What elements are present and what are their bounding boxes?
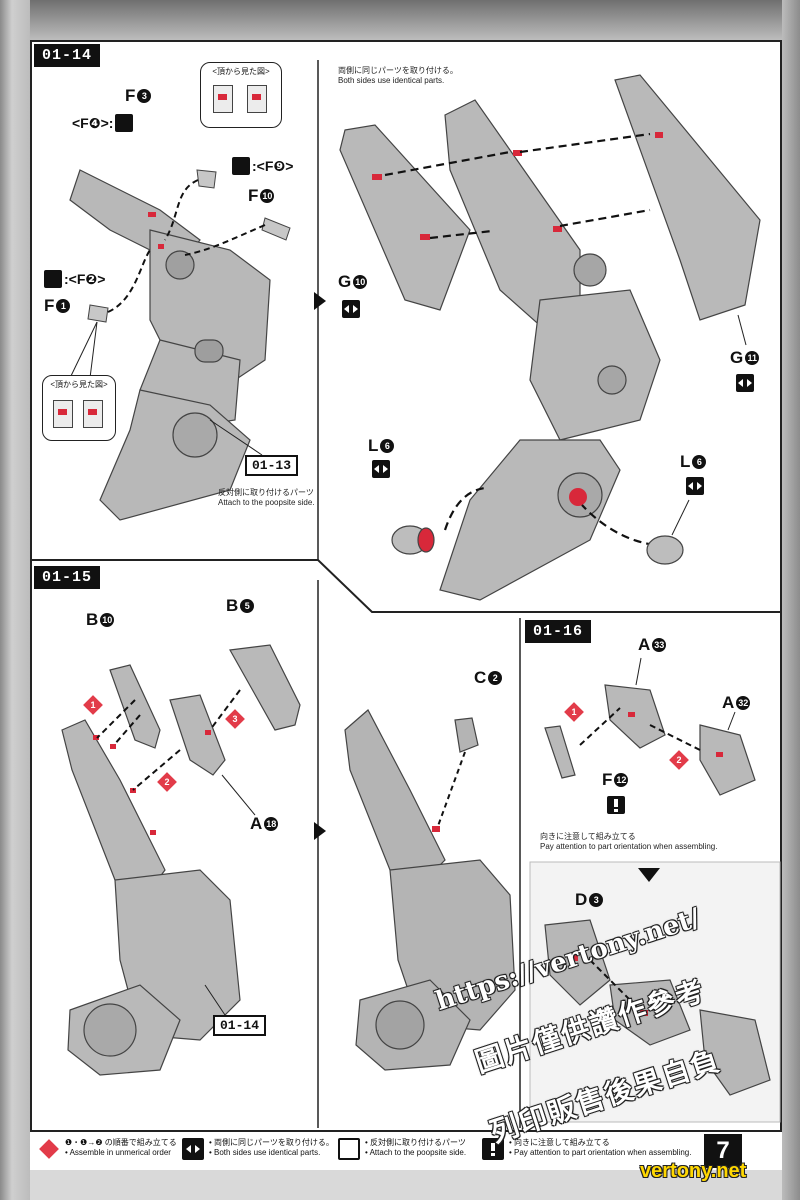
both-sides-icon <box>736 374 754 392</box>
part-f4-mirror: <F❹>: <box>72 114 134 132</box>
note-both-sides: 両側に同じパーツを取り付ける。 Both sides use identical… <box>338 66 458 85</box>
page-number: 7 <box>704 1134 742 1168</box>
part-f9-mirror: :<F❾> <box>232 157 293 175</box>
next-step-arrow <box>314 822 326 840</box>
both-sides-icon <box>182 1138 204 1160</box>
part-f2-mirror: :<F❷> <box>44 270 105 288</box>
top-view-part-right <box>83 400 103 428</box>
next-step-arrow <box>314 292 326 310</box>
ref-01-13: 01-13 <box>245 455 299 476</box>
step-01-15: 01-15 <box>34 566 101 589</box>
page-edge-left <box>0 0 30 1200</box>
next-step-arrow <box>638 868 660 882</box>
top-view-part-right <box>247 85 267 113</box>
order-diamond-icon <box>38 1138 60 1160</box>
step-01-14: 01-14 <box>34 44 101 67</box>
note-opposite-side: 反対側に取り付けるパーツ Attach to the poopsite side… <box>218 488 315 507</box>
legend-both-sides: • 両側に同じパーツを取り付ける。 • Both sides use ident… <box>182 1138 334 1160</box>
top-view-callout-lower: <頂から見た図> <box>42 375 116 441</box>
both-sides-icon <box>372 460 390 478</box>
both-sides-icon <box>686 477 704 495</box>
mirror-symbol-icon <box>232 157 250 175</box>
top-view-part-left <box>213 85 233 113</box>
mirror-symbol-icon <box>338 1138 360 1160</box>
step-01-16: 01-16 <box>525 620 592 643</box>
page-edge-top <box>0 0 800 40</box>
order-badge-1: 1 <box>83 695 103 715</box>
legend-orientation: • 向きに注意して組み立てる • Pay attention to part o… <box>482 1138 691 1160</box>
page-edge-right <box>782 0 800 1200</box>
legend-bar: ❶・❶→❷ の順番で組み立てる • Assemble in unmerical … <box>30 1130 782 1170</box>
note-orientation: 向きに注意して組み立てる Pay attention to part orien… <box>540 832 718 851</box>
order-badge-3: 3 <box>225 709 245 729</box>
orientation-icon <box>607 796 625 814</box>
legend-order: ❶・❶→❷ の順番で組み立てる • Assemble in unmerical … <box>38 1138 177 1160</box>
both-sides-icon <box>342 300 360 318</box>
ref-01-14: 01-14 <box>213 1015 267 1036</box>
watermark-site: vertony.net <box>640 1160 747 1182</box>
top-view-callout-upper: <頂から見た図> <box>200 62 282 128</box>
top-view-part-left <box>53 400 73 428</box>
order-badge-1: 1 <box>564 702 584 722</box>
orientation-icon <box>482 1138 504 1160</box>
mirror-symbol-icon <box>115 114 134 132</box>
order-badge-2: 2 <box>669 750 689 770</box>
order-badge-2: 2 <box>157 772 177 792</box>
legend-opposite: • 反対側に取り付けるパーツ • Attach to the poopsite … <box>338 1138 466 1160</box>
mirror-symbol-icon <box>44 270 62 288</box>
